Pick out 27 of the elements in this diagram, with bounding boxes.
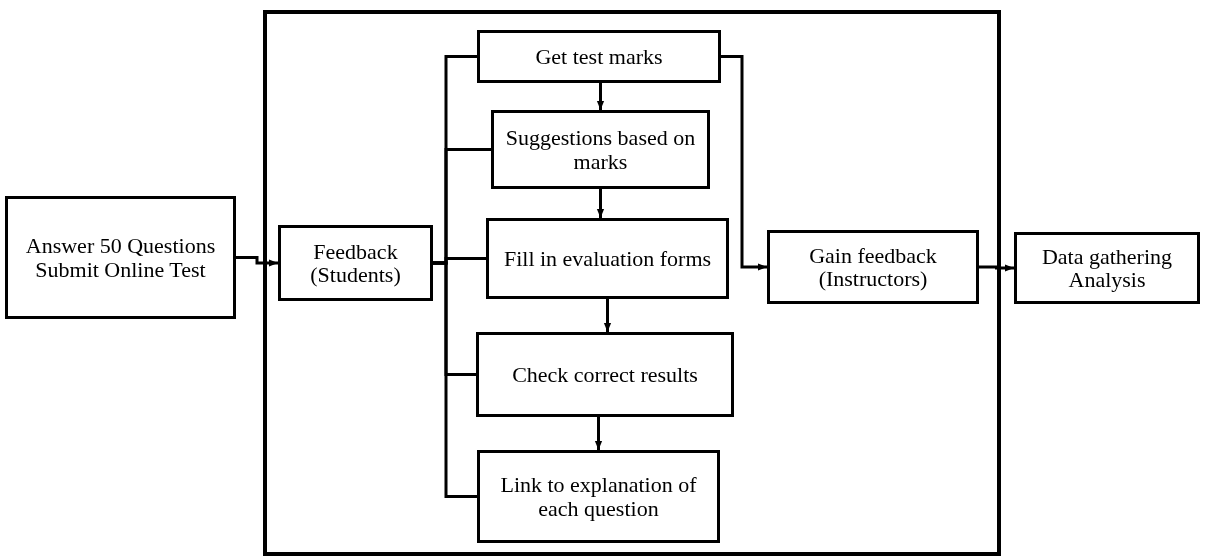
arrow: [594, 417, 603, 450]
process-box: [1014, 232, 1200, 304]
box-label: Data gathering Analysis: [1040, 244, 1174, 292]
box-label: Fill in evaluation forms: [503, 246, 712, 271]
arrow: [236, 256, 278, 267]
process-box: [477, 30, 721, 83]
box-label: Check correct results: [512, 362, 698, 387]
arrow: [721, 55, 767, 271]
box-label: Get test marks: [535, 44, 663, 69]
process-box: [476, 332, 734, 417]
box-label: Feedback (Students): [309, 239, 402, 287]
box-label: Suggestions based on marks: [504, 126, 697, 173]
process-box: [767, 230, 979, 304]
process-box: [486, 218, 729, 299]
arrow: [596, 83, 605, 110]
box-label: Link to explanation of each question: [499, 473, 698, 520]
arrow: [979, 264, 1014, 272]
process-box: [278, 225, 433, 301]
arrow: [603, 299, 612, 332]
box-label: Gain feedback (Instructors): [808, 243, 938, 291]
arrow: [596, 189, 605, 218]
process-box: [5, 196, 236, 319]
process-box: [477, 450, 720, 543]
frame-box: [263, 10, 1001, 556]
process-box: [491, 110, 710, 189]
box-label: Answer 50 Questions Submit Online Test: [24, 234, 217, 281]
connector-line: [433, 261, 477, 498]
